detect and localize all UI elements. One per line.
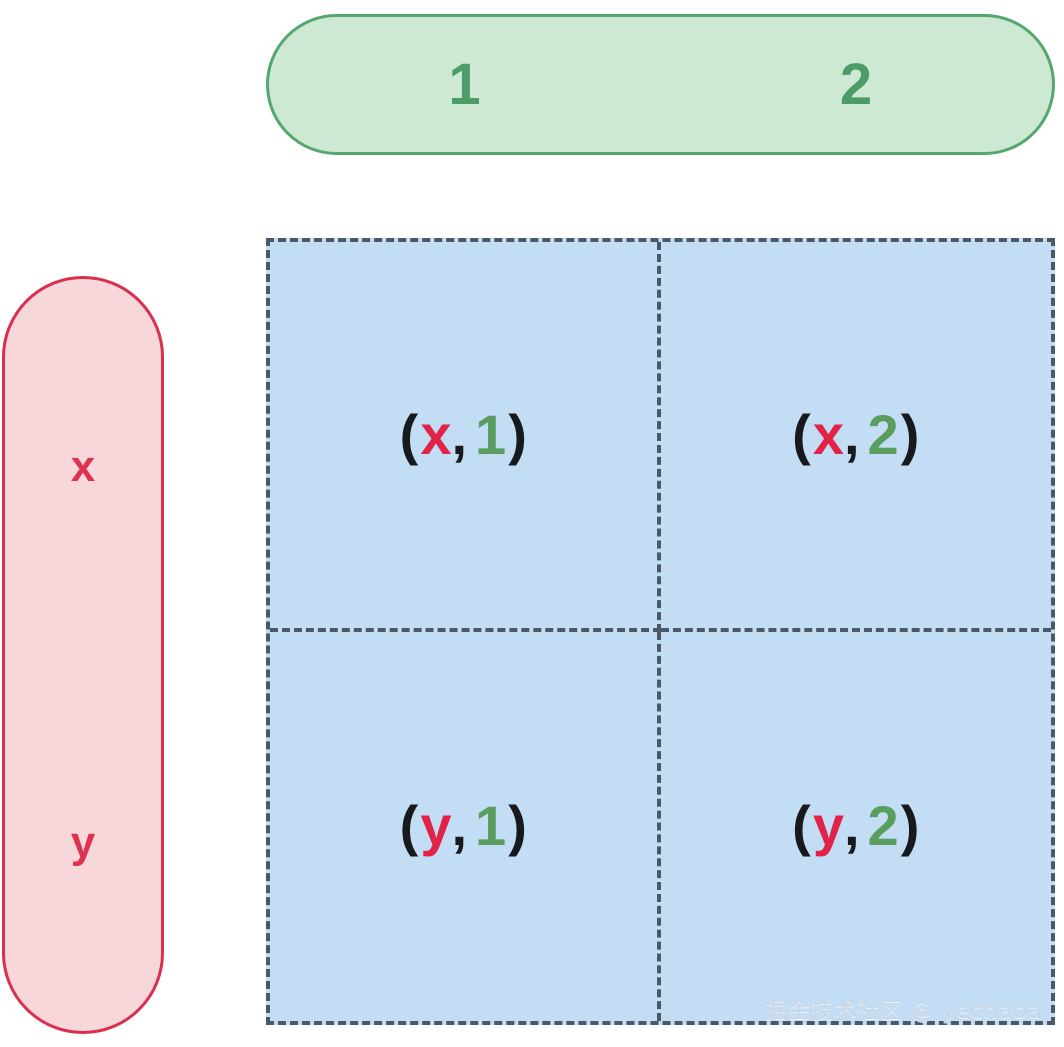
watermark: 掘金技术社区 @ yechaoa (764, 999, 1042, 1024)
pair-comma: , (451, 402, 468, 466)
pair-comma: , (451, 794, 468, 858)
matrix-cell-y-1[interactable]: ( y , 1 ) (270, 631, 661, 1021)
close-paren: ) (900, 794, 920, 858)
pair-row-value: y (812, 794, 844, 858)
pair-col-value: 1 (475, 402, 507, 466)
close-paren: ) (508, 794, 527, 858)
pair-row-value: x (812, 402, 844, 466)
matrix-cell-y-2[interactable]: ( y , 2 ) (661, 632, 1052, 1022)
pair-label-y-2: ( y , 2 ) (792, 798, 919, 854)
pair-col-value: 1 (475, 794, 507, 858)
pair-label-x-1: ( x , 1 ) (399, 402, 527, 466)
open-paren: ( (399, 794, 419, 858)
pair-comma: , (843, 402, 860, 466)
pair-label-y-1: ( y , 1 ) (400, 798, 527, 854)
open-paren: ( (399, 402, 419, 466)
row-header-item-x[interactable]: x (5, 279, 161, 655)
column-header-label-2: 2 (839, 51, 873, 117)
column-header-item-1[interactable]: 1 (269, 51, 661, 117)
row-header-item-y[interactable]: y (5, 655, 161, 1031)
pair-col-value: 2 (867, 402, 899, 466)
column-header-label-1: 1 (448, 51, 482, 117)
pair-col-value: 2 (867, 794, 899, 858)
pair-label-x-2: ( x , 2 ) (792, 402, 920, 466)
open-paren: ( (792, 794, 811, 858)
matrix-cell-x-1[interactable]: ( x , 1 ) (270, 242, 661, 632)
pair-row-value: x (420, 402, 452, 466)
row-header-label-y: y (70, 818, 96, 867)
row-header-pill: x y (2, 276, 164, 1034)
matrix-grid: ( x , 1 ) ( x , 2 ) ( y , 1 ) (266, 238, 1055, 1025)
pair-row-value: y (420, 794, 452, 858)
close-paren: ) (508, 402, 527, 466)
pair-comma: , (843, 794, 860, 858)
close-paren: ) (900, 402, 920, 466)
row-header-label-x: x (70, 442, 96, 491)
matrix-cell-x-2[interactable]: ( x , 2 ) (660, 242, 1051, 632)
column-header-pill: 1 2 (266, 14, 1055, 155)
open-paren: ( (792, 402, 811, 466)
column-header-item-2[interactable]: 2 (661, 51, 1053, 117)
